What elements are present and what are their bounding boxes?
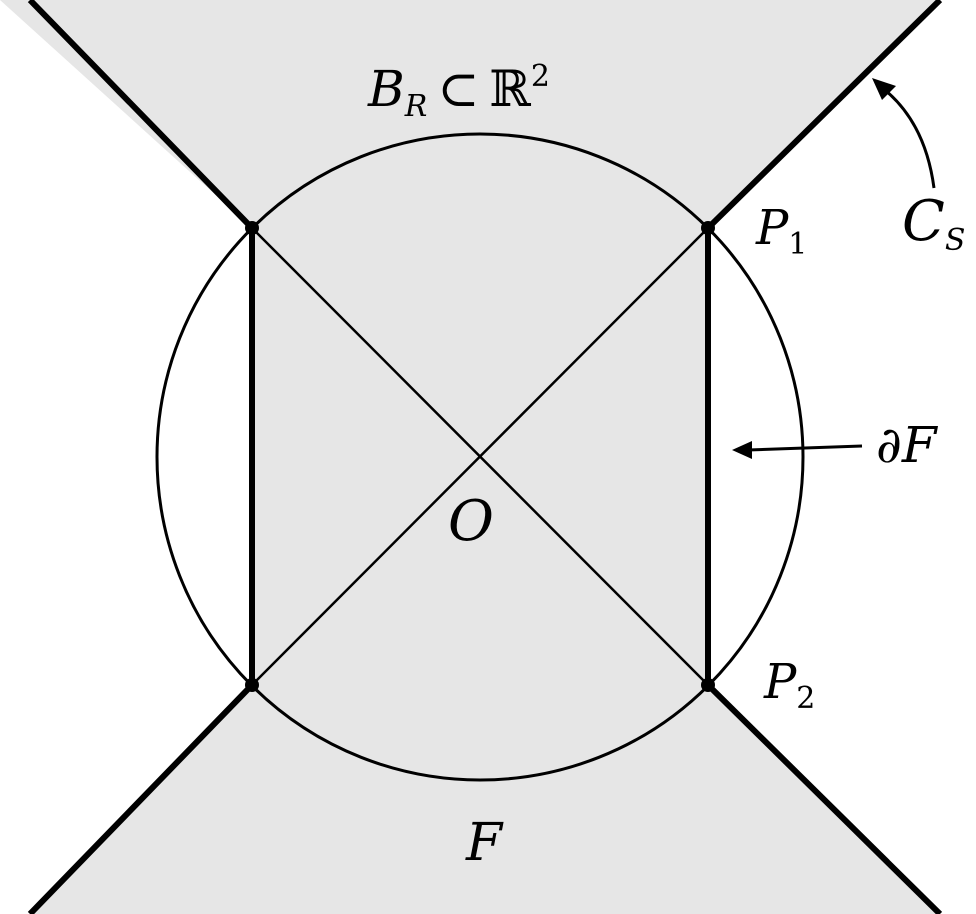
curve-cs-label: CS <box>902 189 965 258</box>
curve-cs-lower-right <box>705 682 943 914</box>
ball-circle <box>155 132 805 782</box>
point-bottom-left <box>245 678 259 692</box>
ball-label: BR⊂ℝ2 <box>367 59 550 124</box>
point-p1 <box>701 221 715 235</box>
boundary-label: ∂F <box>876 416 939 474</box>
curve-cs-arrow <box>879 84 936 189</box>
region-f-label: F <box>465 813 504 873</box>
boundary-arrow <box>747 444 863 452</box>
curve-cs-upper-left <box>27 0 255 231</box>
boundary-arrowhead <box>732 441 752 459</box>
curve-cs-arrowhead <box>872 78 896 100</box>
curve-cs-upper-right <box>705 0 943 231</box>
point-p1-label: P1 <box>755 200 807 262</box>
point-top-left <box>245 221 259 235</box>
origin-label: O <box>448 489 494 554</box>
curve-cs-lower-left <box>27 682 255 914</box>
point-p2-label: P2 <box>763 654 815 716</box>
diagonal-line-2 <box>251 227 709 686</box>
point-p2 <box>701 678 715 692</box>
